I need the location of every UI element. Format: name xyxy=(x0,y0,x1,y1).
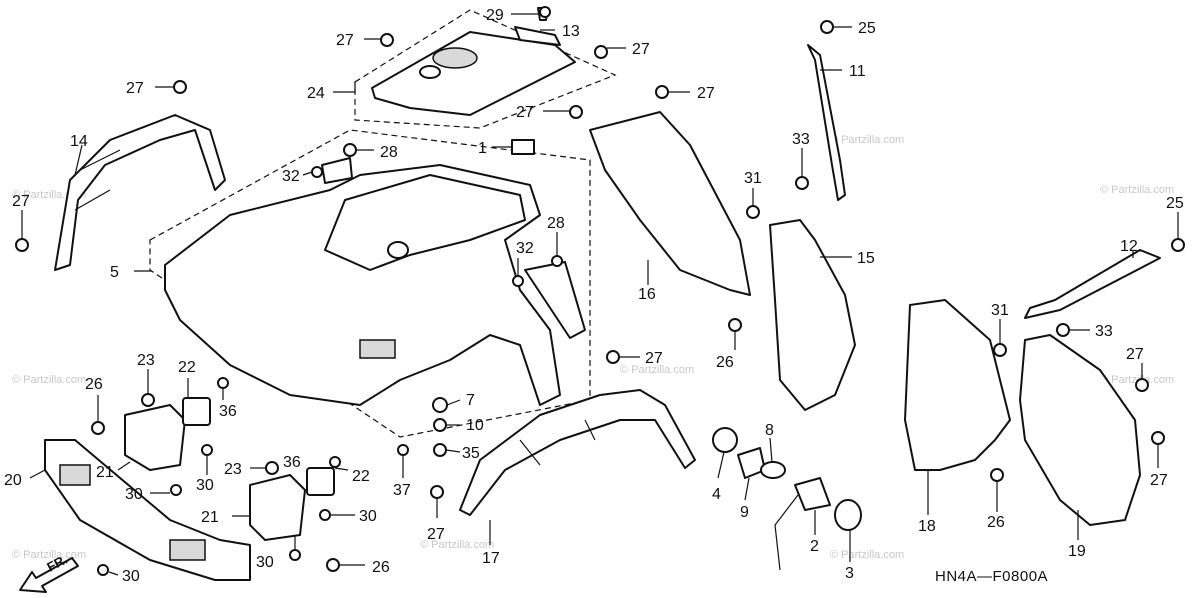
callout-7: 7 xyxy=(466,392,475,409)
front-panel-20 xyxy=(44,439,251,581)
leader-lines xyxy=(21,13,1179,576)
callout-36: 36 xyxy=(219,403,237,420)
watermark: © Partzilla.com xyxy=(620,364,694,376)
callout-25: 25 xyxy=(1166,195,1184,212)
callout-30: 30 xyxy=(125,486,143,503)
watermark: © Partzilla.com xyxy=(420,539,494,551)
center-cover-group-box xyxy=(354,9,617,129)
right-mudguard xyxy=(459,389,696,516)
callout-27: 27 xyxy=(516,104,534,121)
callout-28: 28 xyxy=(380,144,398,161)
callout-36: 36 xyxy=(283,454,301,471)
callout-20: 20 xyxy=(4,472,22,489)
watermark: © Partzilla.com xyxy=(12,374,86,386)
watermark: © Partzilla.com xyxy=(830,134,904,146)
callout-27: 27 xyxy=(427,526,445,543)
callout-37: 37 xyxy=(393,482,411,499)
callout-labels: 27 29 13 27 24 27 14 27 27 27 25 11 28 1… xyxy=(4,7,1184,585)
callout-30: 30 xyxy=(122,568,140,585)
callout-19: 19 xyxy=(1068,543,1086,560)
watermark: © Partzilla.com xyxy=(1100,184,1174,196)
callout-27: 27 xyxy=(336,32,354,49)
callout-30: 30 xyxy=(196,477,214,494)
inner-panel-18 xyxy=(904,299,1011,471)
stay-rods xyxy=(807,44,1161,319)
callout-15: 15 xyxy=(857,250,875,267)
callout-27: 27 xyxy=(632,41,650,58)
callout-8: 8 xyxy=(765,422,774,439)
callout-1: 1 xyxy=(478,140,487,157)
callout-32: 32 xyxy=(282,168,300,185)
callout-27: 27 xyxy=(1126,346,1144,363)
callout-17: 17 xyxy=(482,550,500,567)
side-panel-16 xyxy=(589,111,751,296)
side-panel-15 xyxy=(769,219,856,411)
small-parts xyxy=(712,427,862,571)
callout-27: 27 xyxy=(1150,472,1168,489)
callout-27: 27 xyxy=(126,80,144,97)
brackets-21 xyxy=(124,404,306,541)
callout-21: 21 xyxy=(201,509,219,526)
callout-22: 22 xyxy=(178,359,196,376)
callout-26: 26 xyxy=(987,514,1005,531)
callout-24: 24 xyxy=(307,85,325,102)
diagram-code: HN4A—F0800A xyxy=(935,568,1048,585)
callout-27: 27 xyxy=(645,350,663,367)
callout-10: 10 xyxy=(466,417,484,434)
callout-14: 14 xyxy=(70,133,88,150)
callout-30: 30 xyxy=(256,554,274,571)
inner-panel-19 xyxy=(1019,334,1141,526)
callout-5: 5 xyxy=(110,264,119,281)
callout-28: 28 xyxy=(547,215,565,232)
watermark: © Partzilla.com xyxy=(1100,374,1174,386)
callout-11: 11 xyxy=(849,63,866,80)
callout-21: 21 xyxy=(96,464,114,481)
callout-9: 9 xyxy=(740,504,749,521)
callout-31: 31 xyxy=(744,170,762,187)
callout-23: 23 xyxy=(137,352,155,369)
callout-2: 2 xyxy=(810,538,819,555)
center-cover xyxy=(371,7,576,116)
callout-27: 27 xyxy=(697,85,715,102)
callout-27: 27 xyxy=(12,193,30,210)
callout-33: 33 xyxy=(1095,323,1113,340)
callout-31: 31 xyxy=(991,302,1009,319)
callout-13: 13 xyxy=(562,23,580,40)
callout-26: 26 xyxy=(372,559,390,576)
callout-33: 33 xyxy=(792,131,810,148)
callout-32: 32 xyxy=(516,240,534,257)
watermark: © Partzilla.com xyxy=(830,549,904,561)
callout-26: 26 xyxy=(85,376,103,393)
callout-4: 4 xyxy=(712,486,721,503)
watermark: © Partzilla.com xyxy=(12,549,86,561)
callout-16: 16 xyxy=(638,286,656,303)
callout-25: 25 xyxy=(858,20,876,37)
callout-35: 35 xyxy=(462,445,480,462)
callout-23: 23 xyxy=(224,461,242,478)
callout-26: 26 xyxy=(716,354,734,371)
callout-3: 3 xyxy=(845,565,854,582)
callout-12: 12 xyxy=(1120,238,1138,255)
callout-30: 30 xyxy=(359,508,377,525)
left-mudguard xyxy=(54,114,226,271)
callout-22: 22 xyxy=(352,468,370,485)
front-direction-arrow: FR. xyxy=(19,552,79,593)
callout-18: 18 xyxy=(918,518,936,535)
callout-29: 29 xyxy=(486,7,504,24)
front-fender xyxy=(164,139,586,406)
rubbers-22 xyxy=(182,397,335,496)
